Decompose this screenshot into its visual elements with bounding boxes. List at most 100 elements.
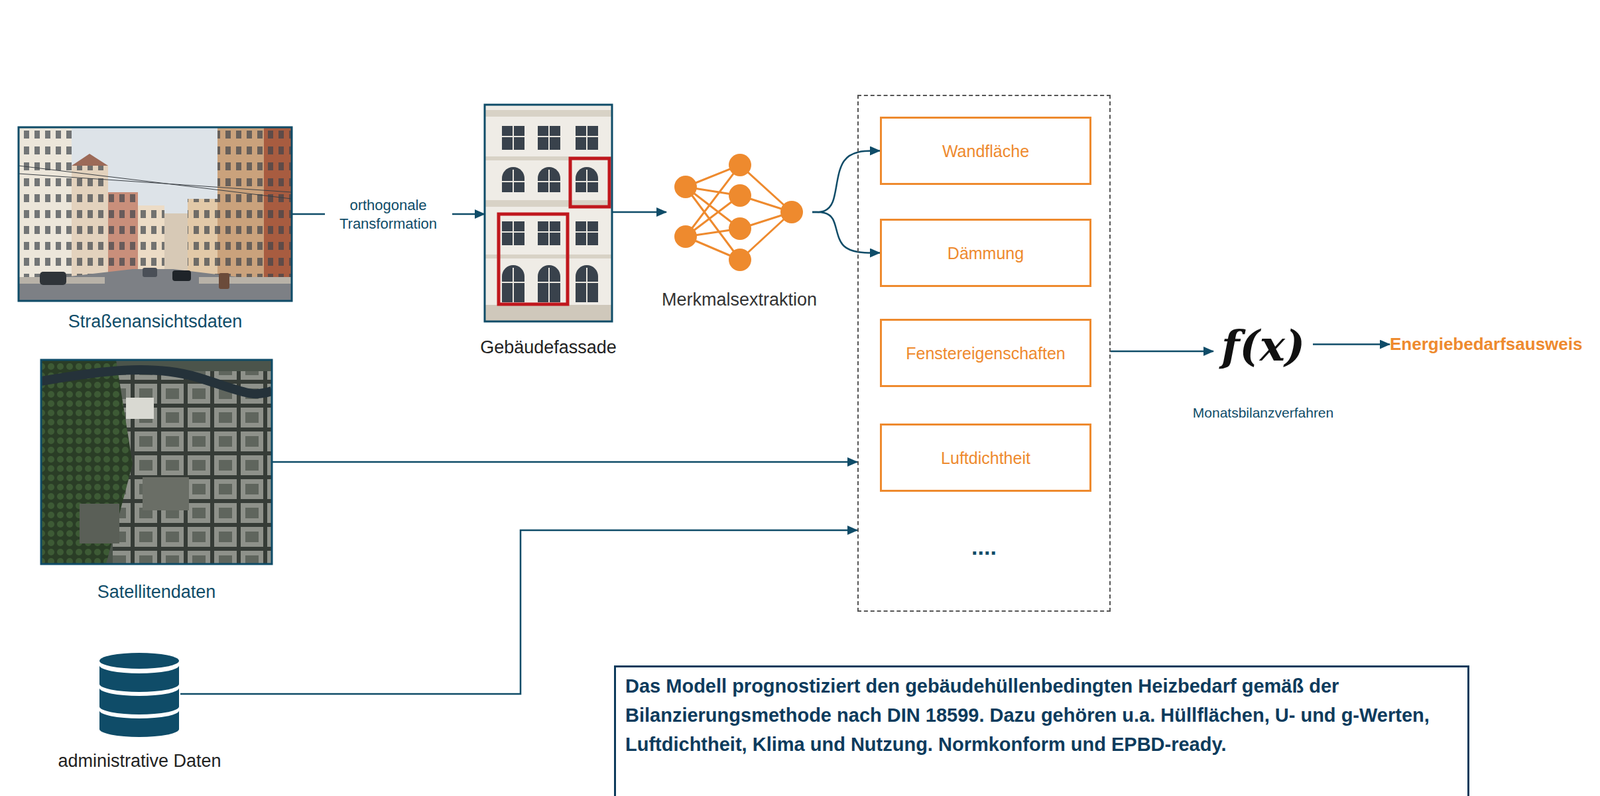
street-view-image xyxy=(39,271,67,286)
facade-image xyxy=(570,158,610,207)
neural-network-node: Merkmalsextraktion xyxy=(666,152,813,311)
facade-image xyxy=(501,265,525,303)
street-view-image xyxy=(187,198,218,280)
facade-image xyxy=(575,265,599,303)
street-view-image xyxy=(137,205,165,280)
street-view-image xyxy=(71,153,109,166)
facade-image xyxy=(575,167,599,193)
satellite-image xyxy=(142,477,189,511)
neural-network-icon xyxy=(685,165,792,260)
database-icon xyxy=(99,665,180,693)
edge-label-holder: orthogonale Transformation xyxy=(324,194,453,235)
note-text: Das Modell prognostiziert den gebäudehül… xyxy=(625,671,1431,760)
satellite-image xyxy=(41,360,272,565)
street-view-image xyxy=(108,192,138,280)
connector-arrow xyxy=(1312,343,1390,346)
database-icon xyxy=(99,710,180,738)
street-view-image xyxy=(18,127,292,302)
satellite-image xyxy=(41,360,272,565)
satellite-image xyxy=(41,360,133,565)
street-view-image xyxy=(18,173,292,193)
facade-image xyxy=(537,221,561,246)
facade-image xyxy=(501,167,525,193)
neural-network-icon xyxy=(728,217,752,241)
street-view-image xyxy=(71,165,109,280)
connector-arrow xyxy=(271,461,858,464)
street-view-image xyxy=(217,127,264,280)
output-text: Energiebedarfsausweis xyxy=(1389,334,1583,355)
database-source: administrative Daten xyxy=(98,653,181,772)
neural-network-icon xyxy=(728,153,752,177)
neural-network-icon xyxy=(674,175,697,199)
street-view-image xyxy=(18,127,72,282)
neural-network-icon xyxy=(674,153,803,272)
feature-box: Luftdichtheit xyxy=(879,423,1092,493)
edge-label: orthogonale Transformation xyxy=(324,194,453,235)
neural-network-icon xyxy=(728,184,752,207)
connector-arrow xyxy=(612,211,667,214)
formula-node: f(x)Monatsbilanzverfahren xyxy=(1213,324,1313,422)
satellite-image xyxy=(41,369,272,394)
satellite-source: Satellitendaten xyxy=(41,360,272,603)
street-view-image xyxy=(217,127,264,280)
facade-image xyxy=(484,104,613,322)
connector-arrow xyxy=(1110,350,1214,353)
feature-box: Fenstereigenschaften xyxy=(879,318,1092,388)
feature-box: Dämmung xyxy=(879,218,1092,288)
street-view-image xyxy=(198,277,292,284)
facade-image xyxy=(537,125,561,150)
facade-image xyxy=(501,125,525,150)
facade-image xyxy=(537,167,561,193)
ellipsis-text: .... xyxy=(858,533,1110,561)
neural-network-icon xyxy=(674,153,803,272)
facade-image xyxy=(484,254,613,259)
feature-box: Wandfläche xyxy=(879,116,1092,185)
source-caption: Satellitendaten xyxy=(97,581,217,603)
process-caption: Merkmalsextraktion xyxy=(661,289,817,311)
street-view-image xyxy=(142,267,158,278)
database-icon xyxy=(99,688,180,715)
neural-network-icon xyxy=(674,225,697,248)
facade-image-node: Gebäudefassade xyxy=(484,104,613,359)
feature-label: Dämmung xyxy=(947,243,1024,264)
street-view-image xyxy=(71,165,109,280)
facade-image xyxy=(575,221,599,246)
satellite-image xyxy=(79,503,120,544)
street-view-source: Straßenansichtsdaten xyxy=(18,127,292,333)
street-view-image xyxy=(263,127,292,280)
street-view-image xyxy=(137,205,165,280)
street-view-image xyxy=(187,198,218,280)
facade-image xyxy=(498,214,568,305)
satellite-image xyxy=(41,360,272,565)
image-area xyxy=(41,360,272,565)
formula-symbol: f(x) xyxy=(1221,324,1305,368)
street-view-image xyxy=(172,270,191,282)
street-view-image xyxy=(18,127,292,302)
satellite-image xyxy=(112,371,272,565)
output-node: Energiebedarfsausweis xyxy=(1389,334,1583,355)
street-view-image xyxy=(218,273,230,290)
source-caption: administrative Daten xyxy=(57,750,221,772)
facade-image xyxy=(484,305,613,322)
image-area xyxy=(18,127,292,302)
street-view-image xyxy=(18,127,292,302)
neural-network-icon xyxy=(780,200,803,224)
street-view-image xyxy=(18,127,292,302)
image-area xyxy=(98,653,181,735)
image-area xyxy=(666,152,813,274)
street-view-image xyxy=(18,165,292,199)
feature-label: Luftdichtheit xyxy=(940,448,1031,469)
image-caption: Gebäudefassade xyxy=(480,336,617,359)
facade-image xyxy=(484,104,613,322)
connector-arrow xyxy=(812,212,880,254)
database-icon xyxy=(99,653,180,670)
facade-image xyxy=(501,221,525,246)
facade-image xyxy=(537,265,561,303)
street-view-image xyxy=(18,127,72,282)
street-view-image xyxy=(263,127,292,280)
source-caption: Straßenansichtsdaten xyxy=(68,310,243,333)
method-caption: Monatsbilanzverfahren xyxy=(1192,404,1334,422)
